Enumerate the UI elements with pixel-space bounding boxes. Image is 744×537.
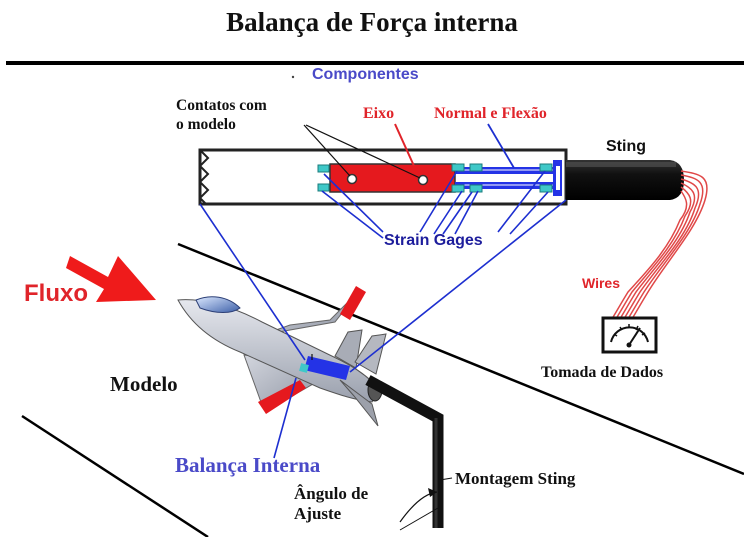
page-title: Balança de Força interna — [226, 7, 518, 37]
label-montagem-sting: Montagem Sting — [455, 469, 576, 488]
label-strain-gages: Strain Gages — [384, 232, 483, 249]
label-angulo-line1: Ângulo de — [294, 484, 369, 503]
tunnel-wall-lower-line — [21, 414, 209, 537]
gauge-meter-icon — [601, 316, 658, 354]
red-arrow-icon — [66, 256, 156, 302]
jet-aircraft-icon — [177, 286, 387, 427]
label-modelo: Modelo — [110, 372, 178, 396]
label-sting: Sting — [606, 138, 646, 155]
eixo-leader — [394, 123, 415, 167]
contact-point-right — [417, 174, 429, 186]
label-contatos-line2: o modelo — [176, 115, 236, 133]
title-underline — [6, 61, 744, 65]
label-fluxo: Fluxo — [24, 280, 88, 307]
tunnel-wall-upper-line — [177, 242, 744, 476]
sting-rod — [566, 160, 684, 200]
projection-lines — [199, 199, 567, 459]
label-normal-e-flexao: Normal e Flexão — [434, 105, 547, 122]
internal-balance — [304, 356, 350, 380]
contact-leaders — [303, 124, 421, 179]
strain-gage-leaders — [321, 170, 549, 239]
wire-bundle — [609, 170, 708, 323]
label-componentes: Componentes — [312, 66, 419, 83]
label-angulo-line2: Ajuste — [294, 504, 342, 524]
normal-flexao-leader — [487, 123, 515, 169]
balance-enlargement — [198, 123, 684, 239]
strain-gages — [317, 163, 553, 193]
sting-mount — [365, 375, 444, 531]
serrated-edge — [198, 149, 210, 205]
montagem-leader — [439, 477, 453, 481]
label-angulo-de-ajuste: Ângulo de Ajuste — [294, 484, 368, 525]
label-tomada-de-dados: Tomada de Dados — [541, 364, 664, 381]
label-wires: Wires — [582, 275, 621, 291]
label-contatos-line1: Contatos com — [176, 97, 267, 114]
label-balanca-interna: Balança Interna — [175, 453, 321, 477]
contact-point-left — [346, 173, 358, 185]
label-contatos-com-o-modelo: Contatos com o modelo — [176, 97, 267, 134]
label-eixo: Eixo — [363, 105, 395, 122]
